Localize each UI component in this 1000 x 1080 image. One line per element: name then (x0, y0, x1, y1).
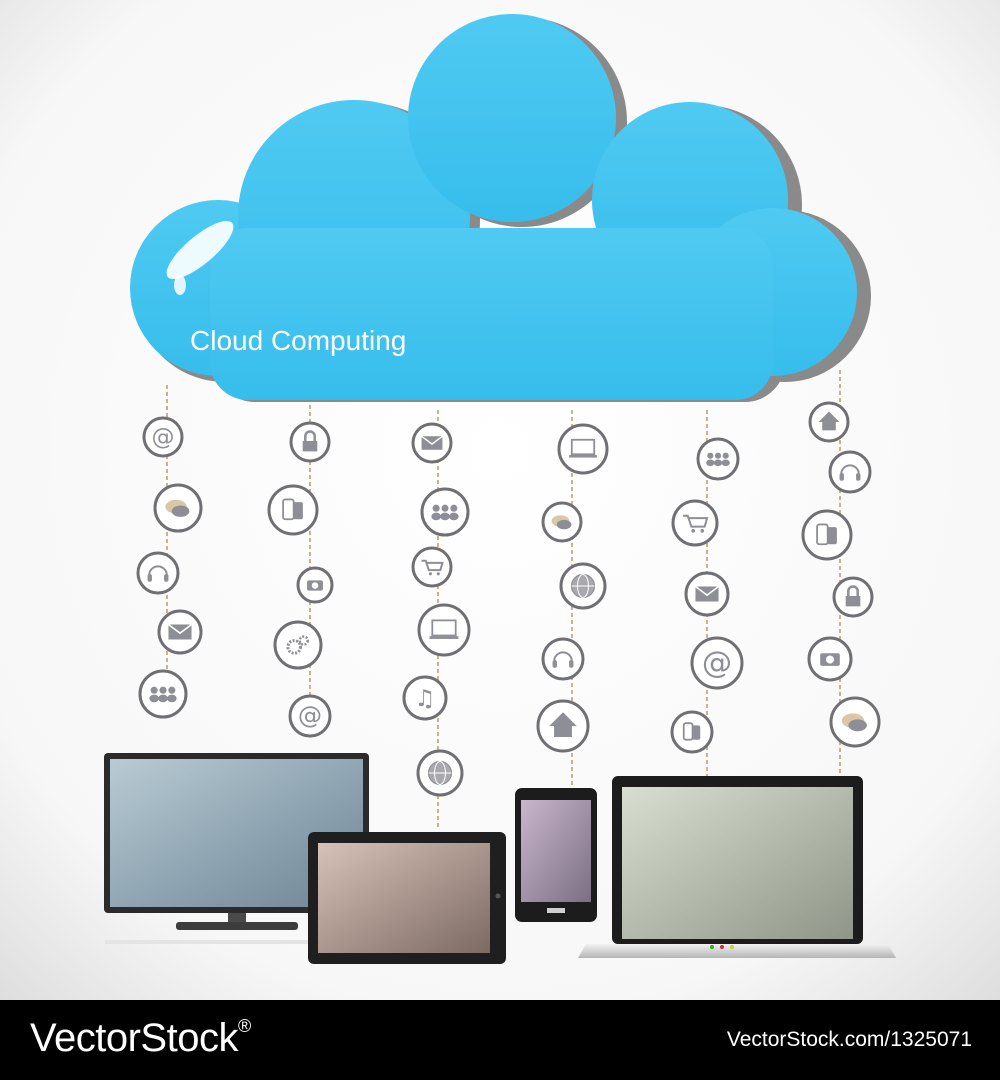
speech-bubbles-icon (153, 483, 203, 533)
speech-bubbles-icon (829, 696, 881, 748)
tablet (308, 832, 506, 964)
gears-icon (273, 620, 323, 670)
padlock-icon (289, 421, 331, 463)
svg-text:@: @ (702, 646, 732, 681)
svg-text:@: @ (152, 424, 175, 450)
svg-text:@: @ (298, 702, 322, 730)
cloud-label: Cloud Computing (190, 325, 406, 356)
at-icon: @ (288, 694, 332, 738)
camera-icon (807, 636, 853, 682)
illustration: Cloud Computing @ @ ♫ @ (0, 0, 1000, 1000)
laptop-icon (557, 423, 609, 475)
people-icon (420, 487, 470, 537)
laptop (578, 776, 896, 958)
at-icon: @ (142, 416, 184, 458)
at-icon: @ (690, 636, 744, 690)
headphones-icon (828, 450, 872, 494)
phones-icon (801, 509, 853, 561)
phones-icon (670, 710, 714, 754)
camera-icon (296, 566, 334, 604)
home-icon (536, 699, 590, 753)
cart-icon (671, 499, 719, 547)
people-icon (138, 669, 188, 719)
people-icon (696, 437, 740, 481)
globe-icon (416, 749, 464, 797)
phones-icon (267, 484, 319, 536)
image-id: VectorStock.com/1325071 (726, 1028, 972, 1051)
vectorstock-logo: VectorStock® (30, 1016, 251, 1060)
smartphone (515, 788, 597, 922)
watermark-footer: VectorStock® VectorStock.com/1325071 (0, 1000, 1000, 1080)
cloud-highlight-dot (174, 275, 186, 295)
envelope-icon (411, 422, 453, 464)
cart-icon (411, 546, 453, 588)
svg-text:♫: ♫ (415, 686, 436, 712)
speech-bubbles-icon (541, 501, 583, 543)
headphones-icon (136, 551, 180, 595)
headphones-icon (541, 637, 585, 681)
cloud-highlight (166, 220, 234, 280)
envelope-icon (157, 609, 203, 655)
laptop-icon (417, 603, 471, 657)
cloud-icons: @ @ ♫ @ (136, 401, 881, 797)
globe-icon (559, 562, 607, 610)
music-note-icon: ♫ (402, 675, 448, 721)
cloud (130, 14, 857, 400)
padlock-icon (832, 576, 874, 618)
home-icon (808, 401, 850, 443)
envelope-icon (684, 571, 730, 617)
